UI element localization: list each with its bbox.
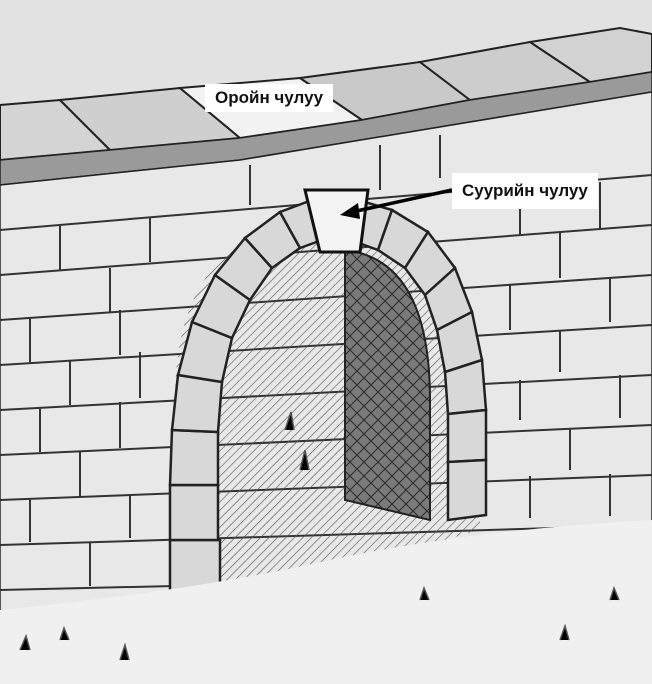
capstone-label: Оройн чулуу xyxy=(205,84,333,112)
keystone-label: Суурийн чулуу xyxy=(452,173,598,209)
